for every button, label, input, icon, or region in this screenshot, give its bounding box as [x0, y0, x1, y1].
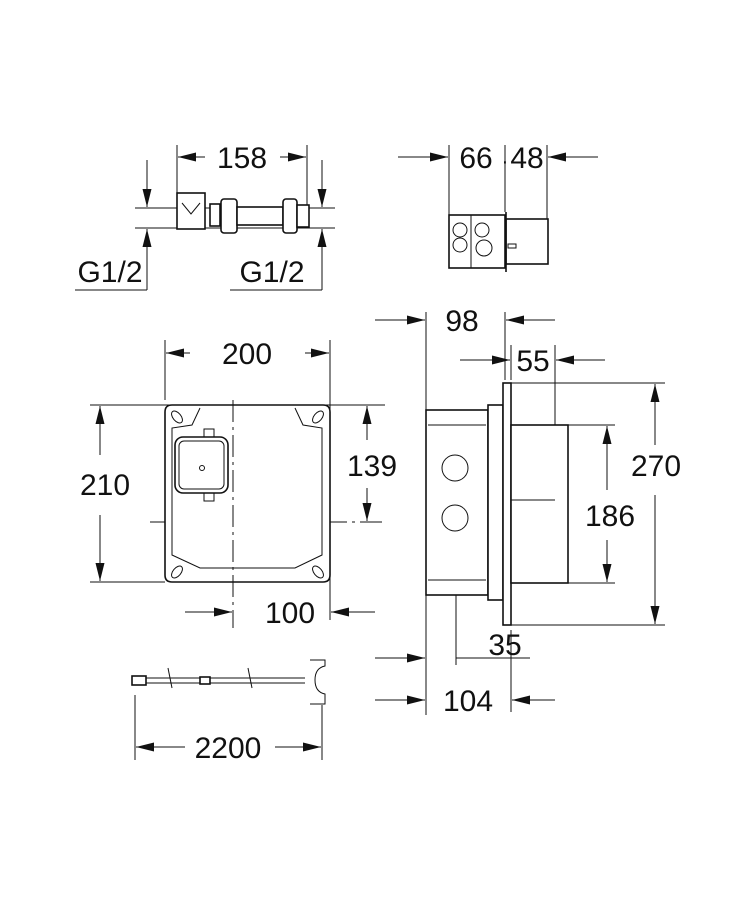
cable-length-label: 2200 [195, 732, 262, 765]
center-height-label: 139 [347, 450, 397, 483]
plate-height-label: 270 [631, 450, 681, 483]
valve-view: 158 G1/2 G1/2 [75, 142, 335, 291]
height-label: 210 [80, 469, 130, 502]
cable-clip [310, 659, 326, 705]
svg-text:·: · [502, 151, 509, 173]
valve-body [176, 192, 206, 230]
min-depth-label: 35 [488, 629, 521, 662]
front-depth-label: 66 [459, 142, 492, 175]
box-top-view: 66 · 48 [398, 142, 598, 272]
body-height-label: 186 [585, 500, 635, 533]
union-nut [220, 198, 238, 234]
electronic-module [174, 436, 229, 494]
cover-plate [502, 382, 512, 626]
overall-depth-label: 98 [445, 305, 478, 338]
cable-view: 2200 [131, 659, 326, 765]
valve-length-label: 158 [217, 142, 267, 175]
front-view: 200 210 139 100 [80, 338, 397, 630]
side-view: 98 55 270 186 35 104 [375, 305, 681, 718]
width-label: 200 [222, 338, 272, 371]
rear-depth-label: 48 [510, 142, 543, 175]
outlet-thread-label: G1/2 [239, 256, 304, 289]
cable-plug [131, 675, 147, 686]
housing-body [425, 409, 489, 596]
inlet-thread-label: G1/2 [77, 256, 142, 289]
flange-depth-label: 55 [516, 345, 549, 378]
max-depth-label: 104 [443, 685, 493, 718]
center-offset-label: 100 [265, 597, 315, 630]
